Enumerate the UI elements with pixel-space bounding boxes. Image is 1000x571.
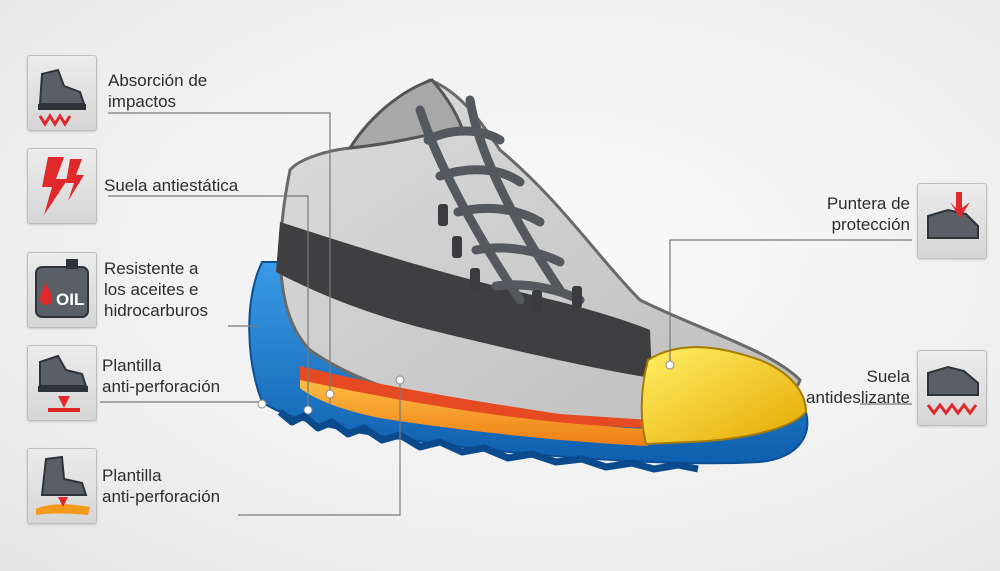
red-layer xyxy=(300,366,650,428)
toe-cap xyxy=(640,346,808,446)
shock-absorption-icon xyxy=(27,55,97,131)
label-absorcion-impactos: Absorción de impactos xyxy=(108,71,208,111)
outsole-lugs xyxy=(277,409,699,473)
toe-cap-icon xyxy=(917,183,987,259)
label-suela-antiestatica: Suela antiestática xyxy=(104,176,239,195)
label-puntera-proteccion: Puntera de protección xyxy=(826,194,910,234)
label-plantilla-anti-perforacion-1: Plantilla anti-perforación xyxy=(102,356,221,396)
dark-reinforcement-band xyxy=(276,222,652,378)
svg-text:OIL: OIL xyxy=(56,290,84,309)
oil-can-icon: OIL xyxy=(27,252,97,328)
puncture-plate-icon xyxy=(27,345,97,421)
lightning-bolt-icon xyxy=(27,148,97,224)
label-suela-antideslizante: Suela antideslizante xyxy=(806,367,910,407)
label-plantilla-anti-perforacion-2: Plantilla anti-perforación xyxy=(102,466,221,506)
laces xyxy=(415,95,585,305)
collar-padding xyxy=(347,78,465,150)
label-resistente-aceites: Resistente a los aceites e hidrocarburos xyxy=(104,259,208,320)
anti-perforation-insole-icon xyxy=(27,448,97,524)
callout-dots xyxy=(257,360,675,415)
callout-lines xyxy=(100,112,912,516)
non-slip-sole-icon xyxy=(917,350,987,426)
eyelets xyxy=(438,204,582,312)
